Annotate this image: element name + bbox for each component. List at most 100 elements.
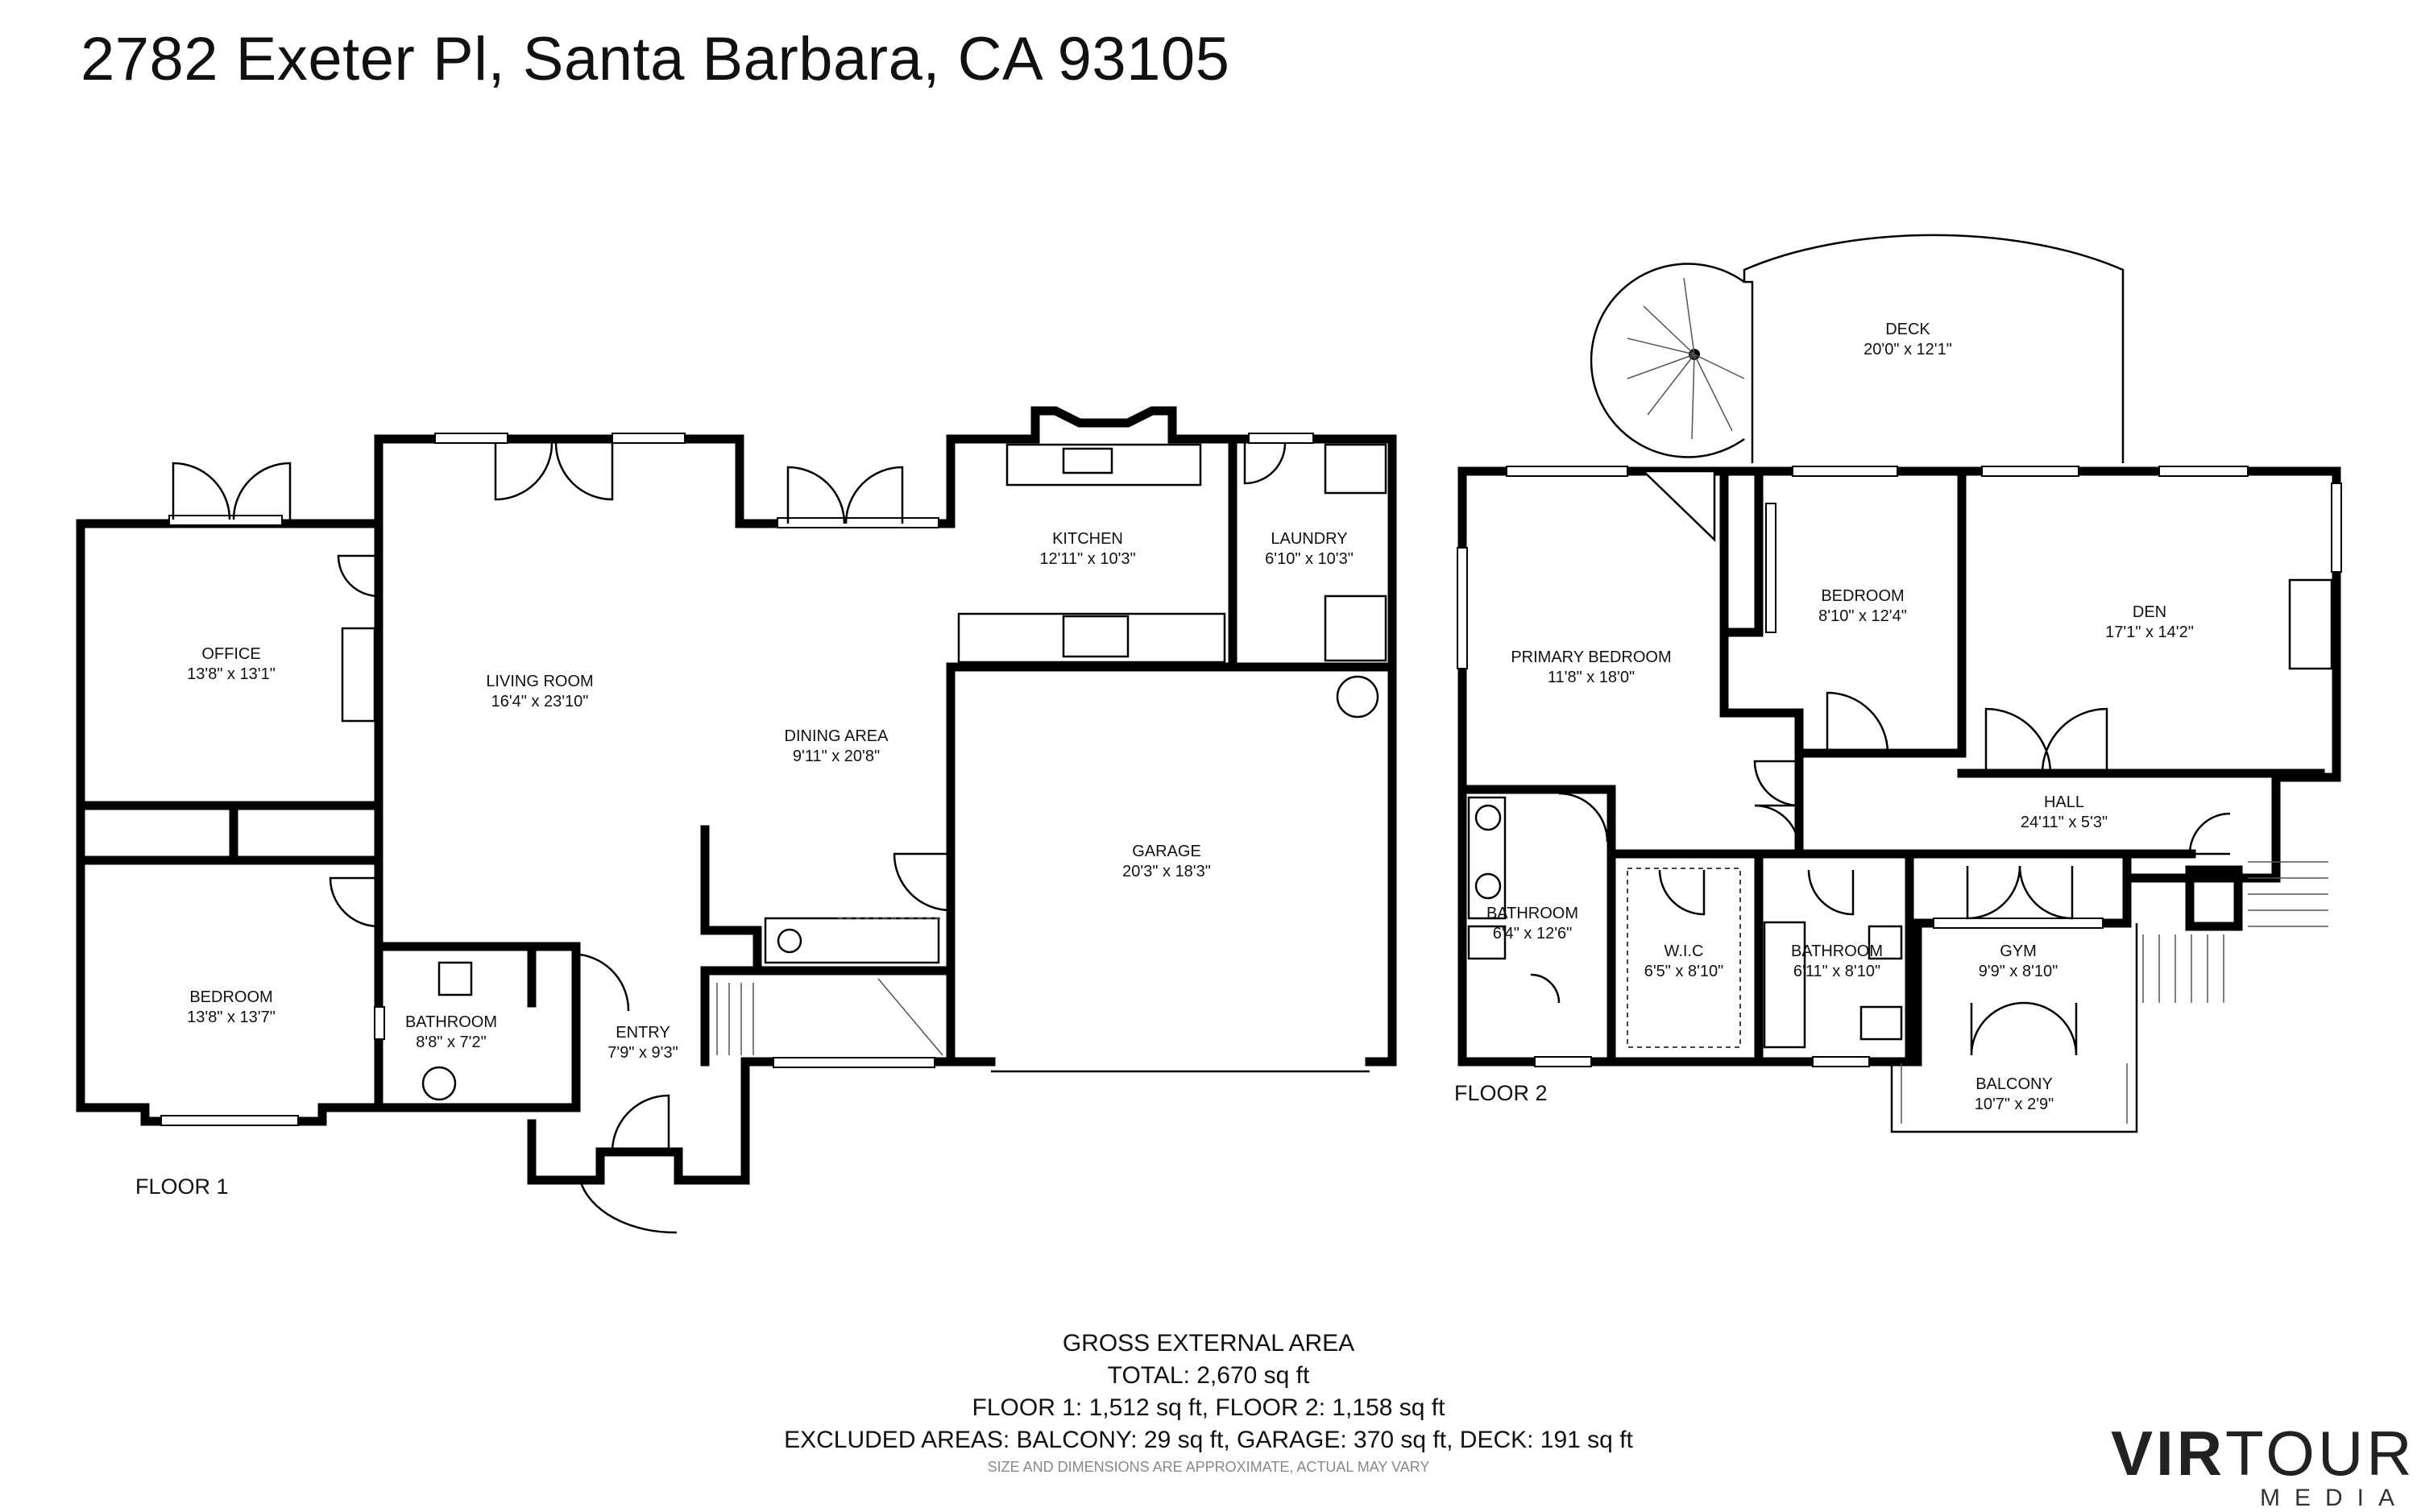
hall-door-2 (1754, 804, 1801, 851)
logo-light: TOUR (2225, 1418, 2415, 1489)
bedroom-2-side-window (1765, 503, 1776, 633)
office-door (172, 462, 231, 520)
bathroom-1-label: BATHROOM (405, 1013, 497, 1031)
bedroom-2-dims: 8'10" x 12'4" (1818, 607, 1907, 625)
bath-2-window (1534, 1056, 1592, 1067)
deck-dims: 20'0" x 12'1" (1864, 341, 1952, 358)
laundry-dims: 6'10" x 10'3" (1265, 550, 1354, 568)
water-heater (1336, 675, 1379, 719)
den-label: DEN (2133, 603, 2166, 621)
office-door-2 (232, 462, 292, 520)
office-walls (76, 519, 383, 810)
summary-disclaimer: SIZE AND DIMENSIONS ARE APPROXIMATE, ACT… (987, 1459, 1430, 1475)
bathroom-3-dims: 6'11" x 8'10" (1793, 963, 1880, 980)
bedroom-1-walls (76, 801, 383, 1126)
floor-1-label: FLOOR 1 (135, 1174, 229, 1199)
bath-2-door (1558, 792, 1609, 843)
summary-floors: FLOOR 1: 1,512 sq ft, FLOOR 2: 1,158 sq … (972, 1394, 1445, 1421)
bath-hall-wall (1457, 785, 1804, 859)
kitchen-walls (946, 406, 1397, 673)
gym-label: GYM (2000, 942, 2037, 960)
dining-area-label: DINING AREA (785, 727, 889, 745)
summary-excluded: EXCLUDED AREAS: BALCONY: 29 sq ft, GARAG… (784, 1427, 1633, 1453)
spiral-stair-outline (1590, 263, 1745, 458)
logo-sub: MEDIA (2259, 1485, 2409, 1511)
laundry-label: LAUNDRY (1271, 530, 1347, 548)
primary-side-window (1457, 547, 1468, 669)
gym-dims: 9'9" x 8'10" (1979, 963, 2058, 980)
dining-area-dims: 9'11" x 20'8" (793, 748, 880, 765)
gym-door-2 (2018, 865, 2074, 920)
gym-window (1933, 918, 2104, 929)
property-address: 2782 Exeter Pl, Santa Barbara, CA 93105 (81, 25, 1230, 93)
office-inner-door (337, 554, 379, 598)
den-fireplace (2288, 578, 2333, 670)
den-door-2 (2041, 707, 2108, 774)
deck-label: DECK (1885, 321, 1930, 338)
bar-sink (777, 928, 802, 954)
balcony-dims: 10'7" x 2'9" (1975, 1096, 2054, 1113)
logo-bold: VIR (2111, 1418, 2226, 1489)
bath-sink-1 (421, 1066, 457, 1101)
kitchen-sink (1062, 447, 1113, 474)
bathtub (1763, 921, 1806, 1049)
garage-entry-door (893, 852, 951, 912)
balcony-label: BALCONY (1975, 1075, 2053, 1093)
laundry-window (1248, 433, 1314, 444)
balcony-outline (1890, 923, 2138, 1133)
bedroom-1-dims: 13'8" x 13'7" (187, 1009, 276, 1026)
bathroom-2-dims: 6'4" x 12'6" (1493, 925, 1573, 942)
floor-2-outer-walls (1457, 466, 2341, 1067)
living-door-1 (494, 442, 553, 501)
floor-2-stairs (2142, 861, 2328, 1003)
toilet-3 (1859, 1005, 1903, 1041)
dining-window (777, 517, 939, 528)
dining-door-2 (844, 466, 904, 524)
bath-door (579, 953, 630, 1012)
gym-door-1 (1966, 865, 2021, 920)
den-door-1 (1984, 707, 2052, 774)
washer (1324, 594, 1387, 662)
entry-window (773, 1057, 935, 1068)
entry-dims: 7'9" x 9'3" (607, 1044, 678, 1062)
spiral-stair (1627, 277, 1745, 440)
garage-dims: 20'3" x 18'3" (1122, 863, 1211, 880)
fireplace (341, 627, 376, 723)
bath-3-window (1812, 1056, 1870, 1067)
den-window-1 (1981, 466, 2079, 477)
bath-3-sink (1868, 925, 1903, 960)
den-side-window (2331, 483, 2342, 573)
bath-3-door (1807, 869, 1855, 916)
living-door-2 (554, 442, 614, 501)
bath-2-sink-2 (1474, 872, 1502, 900)
front-door (611, 1094, 670, 1153)
primary-bedroom-dims: 11'8" x 18'0" (1548, 669, 1635, 686)
living-window-1 (434, 433, 508, 444)
garage-left-wall (946, 662, 996, 1067)
summary-heading: GROSS EXTERNAL AREA (1062, 1330, 1355, 1357)
balcony-door-2 (2023, 1001, 2078, 1056)
hall-dims: 24'11" x 5'3" (2021, 814, 2108, 831)
living-room-dims: 16'4" x 23'10" (491, 693, 589, 710)
bathroom-3-label: BATHROOM (1791, 942, 1883, 960)
living-window-2 (612, 433, 686, 444)
den-dims: 17'1" x 14'2" (2105, 623, 2194, 641)
entry-label: ENTRY (616, 1024, 670, 1042)
cooktop (1062, 615, 1130, 658)
kitchen-dims: 12'11" x 10'3" (1039, 550, 1135, 568)
balcony-door-1 (1970, 1001, 2025, 1056)
floor-2-label: FLOOR 2 (1454, 1081, 1548, 1105)
front-step (578, 1179, 678, 1234)
deck-outline (1743, 234, 2125, 463)
garage-label: GARAGE (1132, 843, 1201, 860)
wic-door (1658, 869, 1706, 916)
den-window-2 (2158, 466, 2249, 477)
office-label: OFFICE (201, 645, 260, 663)
stair-hatch (1640, 470, 1716, 542)
living-room-label: LIVING ROOM (486, 673, 593, 690)
bedroom-side-window (374, 1006, 385, 1040)
bedroom-2-label: BEDROOM (1821, 587, 1904, 605)
primary-bedroom-walls (1719, 466, 1804, 859)
wic-dims: 6'5" x 8'10" (1644, 963, 1724, 980)
